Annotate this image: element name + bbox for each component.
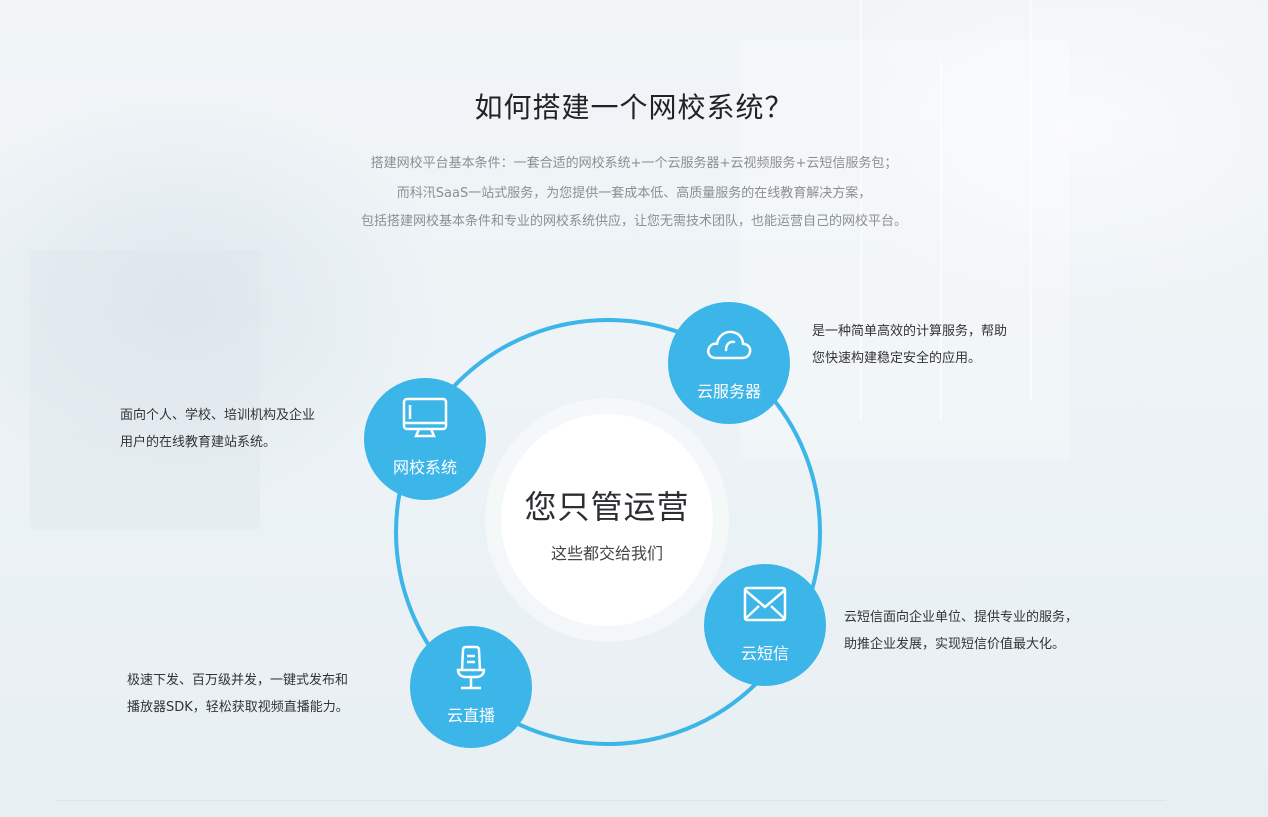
note-line: 用户的在线教育建站系统。: [120, 435, 277, 450]
note-school-system: 面向个人、学校、培训机构及企业 用户的在线教育建站系统。: [120, 402, 315, 456]
node-label: 网校系统: [392, 458, 457, 477]
envelope-icon: [743, 586, 787, 622]
note-line: 面向个人、学校、培训机构及企业: [120, 408, 316, 423]
node-cloud-sms[interactable]: 云短信: [704, 564, 826, 686]
monitor-icon: [402, 397, 448, 438]
page-title: 如何搭建一个网校系统？: [474, 91, 794, 124]
background-line: [860, 0, 862, 420]
background-shape: [740, 40, 1070, 460]
description-line-3: 包括搭建网校基本条件和专业的网校系统供应，让您无需技术团队，也能运营自己的网校平…: [360, 214, 907, 229]
note-cloud-server: 是一种简单高效的计算服务，帮助 您快速构建稳定安全的应用。: [812, 318, 1007, 372]
description-line-2: 而科汛SaaS一站式服务，为您提供一套成本低、高质量服务的在线教育解决方案，: [396, 186, 872, 201]
description-line-1: 搭建网校平台基本条件：一套合适的网校系统+一个云服务器+云视频服务+云短信服务包…: [370, 156, 898, 171]
note-line: 云短信面向企业单位、提供专业的服务，: [844, 610, 1079, 625]
node-school-system[interactable]: 网校系统: [364, 378, 486, 500]
node-label: 云直播: [446, 706, 495, 725]
node-cloud-server[interactable]: 云服务器: [668, 302, 790, 424]
node-label: 云短信: [740, 644, 789, 663]
note-line: 极速下发、百万级并发，一键式发布和: [127, 673, 349, 688]
background-shape: [30, 250, 260, 530]
note-line: 播放器SDK，轻松获取视频直播能力。: [127, 700, 349, 715]
note-line: 是一种简单高效的计算服务，帮助: [812, 324, 1008, 339]
center-circle: [501, 414, 713, 626]
cloud-icon: [707, 330, 752, 360]
background-line: [1030, 0, 1032, 400]
center-title: 您只管运营: [524, 488, 690, 526]
note-line: 助推企业发展，实现短信价值最大化。: [844, 637, 1066, 652]
note-cloud-sms: 云短信面向企业单位、提供专业的服务， 助推企业发展，实现短信价值最大化。: [844, 604, 1078, 658]
node-label: 云服务器: [696, 382, 761, 401]
center-subtitle: 这些都交给我们: [550, 544, 663, 563]
background-line: [940, 60, 942, 420]
note-cloud-live: 极速下发、百万级并发，一键式发布和 播放器SDK，轻松获取视频直播能力。: [127, 667, 349, 721]
service-ring: [394, 318, 822, 746]
microphone-icon: [456, 645, 486, 690]
section-divider: [56, 800, 1166, 801]
node-cloud-live[interactable]: 云直播: [410, 626, 532, 748]
note-line: 您快速构建稳定安全的应用。: [812, 351, 982, 366]
